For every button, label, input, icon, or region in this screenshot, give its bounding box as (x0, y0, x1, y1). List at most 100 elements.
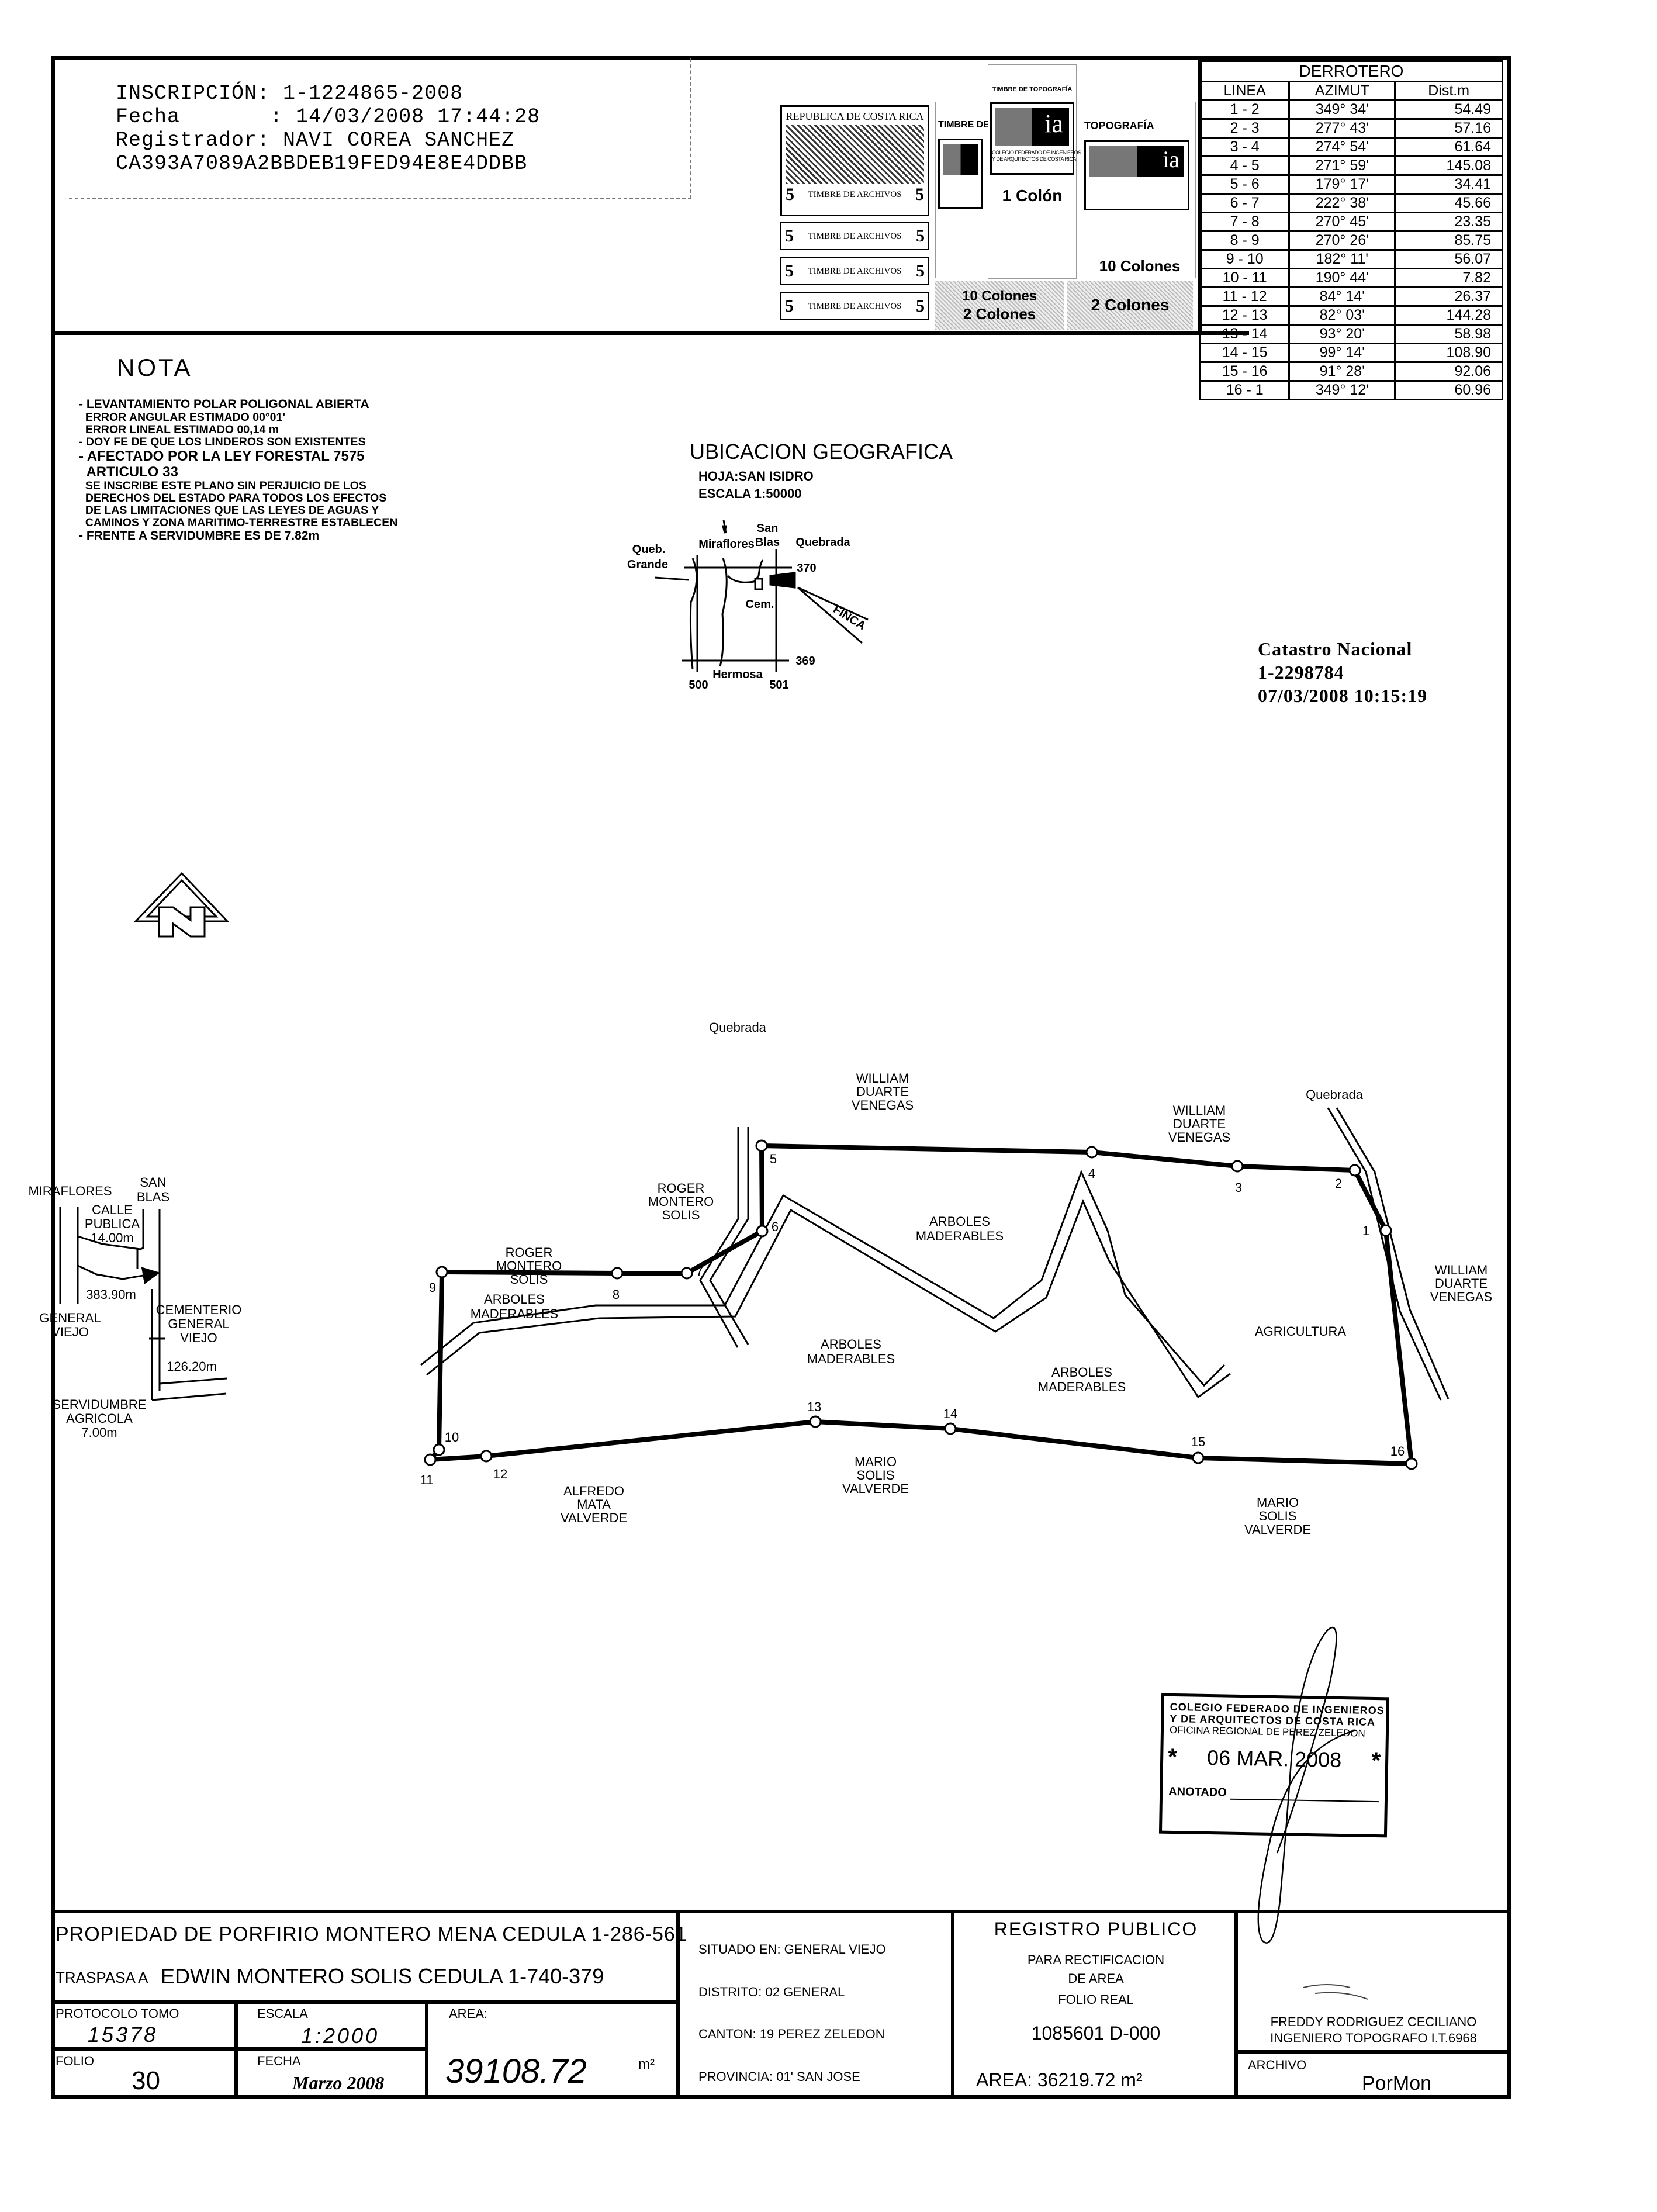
stamp-country: REPUBLICA DE COSTA RICA (786, 110, 924, 122)
label-cementerio-general: GENERAL (168, 1316, 229, 1331)
row-azimut: 179° 17' (1288, 174, 1396, 195)
row-linea: 14 - 15 (1199, 343, 1291, 363)
label-calle: CALLE (92, 1202, 133, 1217)
row-dist: 54.49 (1394, 99, 1503, 120)
vertex-marker (1348, 1164, 1361, 1177)
catastro-stamp: Catastro Nacional 1-2298784 07/03/2008 1… (1258, 637, 1427, 707)
map-label-queb: Queb. (632, 543, 666, 556)
topography-stamp-left: TIMBRE DE (935, 102, 990, 278)
inscription-registrar: Registrador: NAVI COREA SANCHEZ (116, 129, 515, 152)
label-mario-2: SOLIS (857, 1468, 895, 1482)
date-label: FECHA (257, 2054, 301, 2068)
row-azimut: 190° 44' (1288, 268, 1396, 288)
scale-value: 1:2000 (301, 2024, 380, 2048)
label-william-b-1: WILLIAM (1173, 1103, 1226, 1118)
label-roger-b-1: ROGER (658, 1181, 705, 1195)
vertex-marker (1085, 1146, 1098, 1159)
stamp-value: 5 (785, 226, 794, 246)
col-header-azimut: AZIMUT (1288, 81, 1396, 101)
stamp-value: 5 (915, 296, 925, 316)
location-subtitle: HOJA:SAN ISIDRO ESCALA 1:50000 (698, 468, 814, 503)
row-dist: 45.66 (1394, 193, 1503, 213)
label-mario-b-3: VALVERDE (1244, 1522, 1311, 1537)
stamp-label: TIMBRE DE ARCHIVOS (808, 301, 902, 311)
topography-stamp-right: TOPOGRAFÍA ia (1078, 102, 1196, 278)
vertex-label: 6 (772, 1219, 779, 1234)
inscription-date: Fecha : 14/03/2008 17:44:28 (116, 105, 541, 129)
row-linea: 13 - 14 (1199, 324, 1291, 344)
label-arboles-4b: MADERABLES (1038, 1380, 1126, 1394)
title-block-grid (51, 1910, 1511, 2099)
archive-label: ARCHIVO (1248, 2058, 1307, 2072)
map-label-501: 501 (769, 679, 788, 692)
cemetery-marker (754, 578, 763, 590)
nota-line: SE INSCRIBE ESTE PLANO SIN PERJUICIO DE … (79, 479, 366, 492)
row-azimut: 84° 14' (1288, 286, 1396, 307)
ten-colones-value: 10 Colones (961, 288, 1037, 304)
location-canton: CANTON: 19 PEREZ ZELEDON (698, 2027, 885, 2041)
row-dist: 92.06 (1394, 361, 1503, 382)
label-william-3: VENEGAS (852, 1098, 914, 1112)
one-colon-value: 1 Colón (1002, 186, 1063, 205)
star-icon: * (1371, 1747, 1381, 1774)
label-calle-width: 14.00m (91, 1231, 133, 1245)
stamp-label: TIMBRE DE ARCHIVOS (808, 231, 902, 241)
label-mario-3: VALVERDE (842, 1481, 909, 1496)
vertex-label: 8 (613, 1287, 620, 1302)
vertex-marker (1379, 1224, 1392, 1237)
vertex-marker (611, 1267, 624, 1280)
row-dist: 58.98 (1394, 324, 1503, 344)
archive-value: PorMon (1362, 2072, 1432, 2095)
nota-line: ERROR LINEAL ESTIMADO 00,14 m (79, 423, 279, 436)
inscription-hash: CA393A7089A2BBDEB19FED94E8E4DDBB (116, 152, 528, 175)
row-dist: 34.41 (1394, 174, 1503, 195)
two-colones-value: 2 Colones (963, 305, 1036, 323)
river-quebrada-grande (689, 558, 698, 670)
row-dist: 7.82 (1394, 268, 1503, 288)
vertex-label: 4 (1088, 1166, 1095, 1181)
nota-line: ERROR ANGULAR ESTIMADO 00°01' (79, 411, 286, 424)
label-quebrada-top: Quebrada (709, 1020, 767, 1035)
derrotero-title: DERROTERO (1199, 60, 1503, 82)
row-dist: 145.08 (1394, 155, 1503, 176)
label-arboles-4a: ARBOLES (1051, 1365, 1112, 1380)
label-alfredo-1: ALFREDO (563, 1484, 624, 1498)
registry-title: REGISTRO PUBLICO (994, 1919, 1198, 1940)
stamp-label: TIMBRE DE ARCHIVOS (808, 266, 902, 276)
nota-line: - AFECTADO POR LA LEY FORESTAL 7575 (79, 448, 365, 464)
row-dist: 26.37 (1394, 286, 1503, 307)
row-dist: 57.16 (1394, 118, 1503, 139)
label-william-2: DUARTE (856, 1084, 909, 1099)
scale-label: ESCALA (257, 2006, 308, 2021)
area-label: AREA: (449, 2006, 488, 2021)
property-owner: PROPIEDAD DE PORFIRIO MONTERO MENA CEDUL… (56, 1923, 687, 1945)
label-arboles-2b: MADERABLES (916, 1229, 1004, 1243)
two-colones-stamp: 2 Colones (1067, 281, 1193, 330)
plan-labels: Quebrada Quebrada MIRAFLORES SAN BLAS CA… (28, 1020, 1492, 1537)
vertex-label: 7 (696, 1264, 703, 1278)
finca-parcel (769, 572, 796, 589)
topography-stamp-label-partial: TOPOGRAFÍA (1084, 120, 1154, 132)
location-title: UBICACION GEOGRAFICA (690, 440, 953, 464)
area-unit: m² (638, 2057, 655, 2072)
map-label-hermosa: Hermosa (712, 668, 763, 681)
row-dist: 56.07 (1394, 249, 1503, 269)
row-azimut: 222° 38' (1288, 193, 1396, 213)
location-situado: SITUADO EN: GENERAL VIEJO (698, 1942, 886, 1957)
map-label-370: 370 (797, 562, 816, 575)
row-azimut: 99° 14' (1288, 343, 1396, 363)
label-publica: PUBLICA (85, 1216, 140, 1231)
cfia-office-stamp: COLEGIO FEDERADO DE INGENIEROS Y DE ARQU… (1158, 1693, 1390, 1838)
label-cementerio: CEMENTERIO (156, 1302, 242, 1317)
vertex-marker (680, 1267, 693, 1280)
inscription-number: INSCRIPCIÓN: 1-1224865-2008 (116, 82, 463, 105)
label-blas: BLAS (137, 1190, 169, 1204)
cfia-stamp-date: 06 MAR. 2008 (1206, 1745, 1342, 1772)
